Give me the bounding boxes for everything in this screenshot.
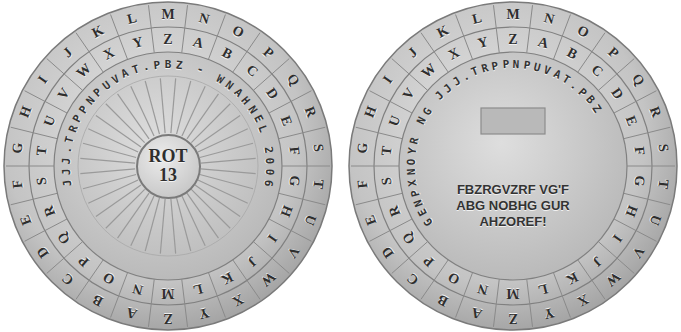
- cipher-letter: T: [308, 173, 328, 195]
- sunburst-spoke: [201, 158, 256, 163]
- cipher-letter: M: [503, 284, 523, 302]
- cipher-letter: G: [628, 170, 648, 192]
- sunburst-spoke: [200, 143, 253, 157]
- cipher-letter: G: [7, 137, 27, 159]
- cell-divider: [493, 279, 499, 327]
- cipher-letter: G: [283, 170, 303, 192]
- cell-divider: [148, 5, 154, 53]
- cipher-letter: T: [653, 173, 673, 195]
- sunburst-spoke: [171, 78, 176, 133]
- cell-divider: [6, 166, 54, 167]
- coin-face: JJJ.TRPPNPUVAT.PBZ - WNAHNEL 2006ROT 13: [4, 2, 332, 330]
- medallion-label: ROT 13: [146, 147, 190, 185]
- ring-line: [374, 27, 652, 305]
- cell-divider: [624, 193, 671, 204]
- sunburst-spoke: [83, 143, 136, 157]
- ring-line: [29, 27, 307, 305]
- cell-divider: [527, 5, 533, 53]
- cipher-letter: F: [352, 173, 372, 195]
- cipher-letter: Z: [158, 31, 178, 49]
- sunburst-spoke: [96, 116, 141, 148]
- cipher-letter: S: [653, 137, 673, 159]
- cell-divider: [182, 279, 188, 327]
- cipher-letter: F: [628, 140, 648, 162]
- blank-plate: [481, 108, 545, 134]
- cipher-letter: F: [283, 140, 303, 162]
- cipher-letter: T: [377, 140, 397, 162]
- sunburst-spoke: [106, 189, 145, 228]
- sunburst-spoke: [191, 104, 230, 143]
- sunburst-spoke: [106, 104, 145, 143]
- cell-divider: [356, 193, 403, 204]
- cell-divider: [11, 193, 58, 204]
- cell-divider: [279, 193, 326, 204]
- motto-text: FBZRGVZRF VG'F ABG NOBHG GUR AHZOREF!: [441, 182, 585, 230]
- cell-divider: [356, 127, 403, 138]
- sunburst-spoke: [80, 169, 135, 174]
- cell-divider: [282, 166, 330, 167]
- center-medallion: ROT 13: [136, 134, 201, 199]
- cipher-letter: Z: [158, 309, 178, 327]
- cell-divider: [148, 279, 154, 327]
- sunburst-spoke: [177, 198, 191, 251]
- sunburst-spoke: [118, 193, 150, 238]
- cipher-letter: M: [503, 6, 523, 24]
- coin-face: [4, 2, 332, 330]
- sunburst-spoke: [131, 86, 154, 136]
- cipher-letter: M: [158, 6, 178, 24]
- sunburst-spoke: [201, 169, 256, 174]
- sunburst-spoke: [88, 180, 138, 203]
- sunburst-spoke: [145, 198, 159, 251]
- sunburst-spoke: [191, 189, 230, 228]
- cipher-letter: Z: [503, 309, 523, 327]
- coin-face: [349, 2, 677, 330]
- curved-inscription: GENPXNOYR NG JJJ.TRPPNPUVAT.PBZ: [349, 2, 677, 330]
- sunburst-spoke: [187, 94, 219, 139]
- sunburst-spoke: [145, 81, 159, 134]
- sunburst-spoke: [171, 199, 176, 254]
- cipher-letter: Z: [503, 31, 523, 49]
- sunburst-spoke: [182, 196, 205, 246]
- coin-rim: [4, 2, 332, 330]
- sunburst-spoke: [200, 175, 253, 189]
- inner-disc: [399, 52, 627, 280]
- cell-divider: [11, 127, 58, 138]
- cell-divider: [624, 127, 671, 138]
- cipher-letter: S: [308, 137, 328, 159]
- cipher-letter: S: [377, 170, 397, 192]
- cell-divider: [351, 166, 399, 167]
- cipher-letter: G: [352, 137, 372, 159]
- sunburst-spoke: [195, 185, 240, 217]
- coin-face: GENPXNOYR NG JJJ.TRPPNPUVAT.PBZFBZRGVZRF…: [349, 2, 677, 330]
- cell-divider: [279, 127, 326, 138]
- coin-rim: [349, 2, 677, 330]
- ring-line: [78, 76, 258, 256]
- cell-divider: [182, 5, 188, 53]
- sunburst-spoke: [177, 81, 191, 134]
- sunburst-spoke: [83, 175, 136, 189]
- inner-disc: [54, 52, 282, 280]
- cipher-letter: S: [32, 170, 52, 192]
- cell-divider: [627, 166, 675, 167]
- cipher-letter: F: [7, 173, 27, 195]
- cipher-letter: T: [32, 140, 52, 162]
- sunburst-spoke: [198, 129, 248, 152]
- cell-divider: [493, 5, 499, 53]
- sunburst-spoke: [160, 199, 165, 254]
- cipher-letter: M: [158, 284, 178, 302]
- cell-divider: [527, 279, 533, 327]
- sunburst-spoke: [160, 78, 165, 133]
- sunburst-spoke: [80, 158, 135, 163]
